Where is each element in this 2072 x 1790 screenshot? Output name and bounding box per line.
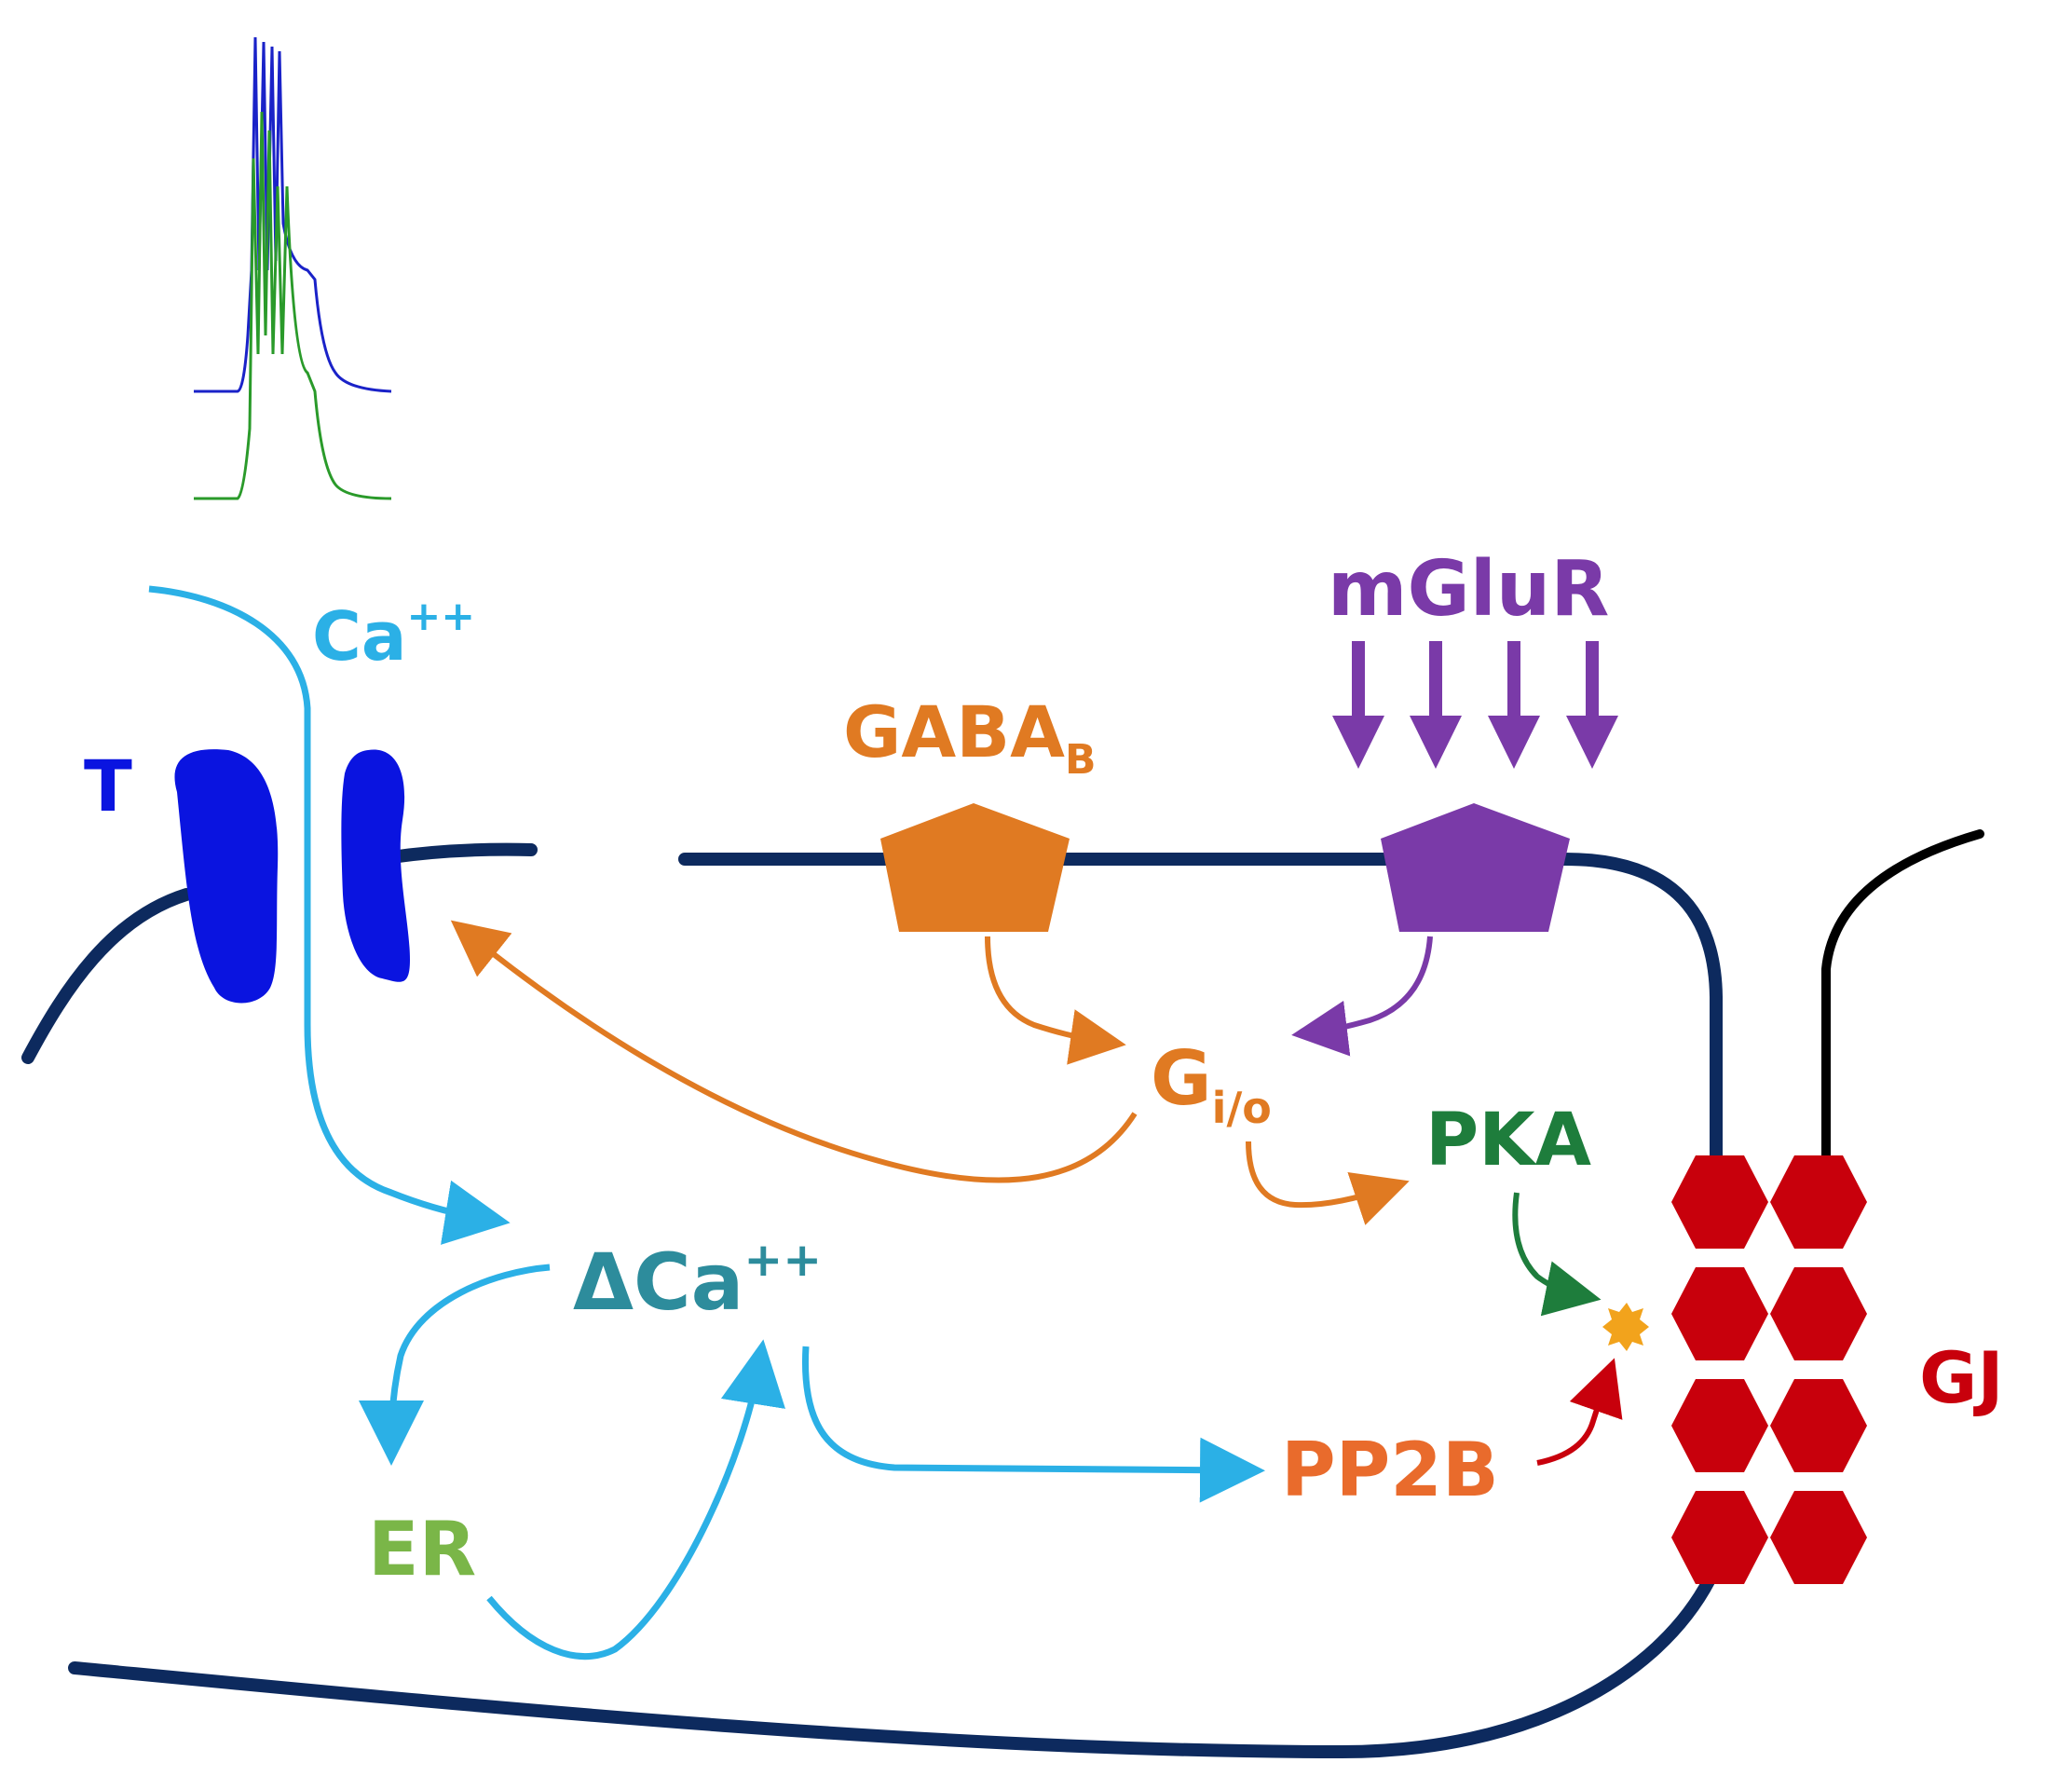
- gio-to-pka-arrow: [1246, 1141, 1410, 1225]
- blue-voltage-trace: [194, 36, 392, 393]
- gabab-label: GABAB: [843, 690, 1097, 784]
- green-voltage-trace: [194, 111, 392, 500]
- membrane-bottom-segment: [68, 1573, 1716, 1759]
- gabab-receptor: [880, 803, 1070, 932]
- t-channel-label: T: [84, 745, 132, 827]
- connexon: [1770, 1267, 1867, 1360]
- connexon: [1770, 1155, 1867, 1249]
- t-type-channel: [174, 749, 410, 1004]
- er-to-delta-ca-arrow: [486, 1339, 785, 1660]
- pka-label: PKA: [1425, 1099, 1591, 1182]
- agonist-arrow: [1566, 641, 1618, 769]
- membrane-top-segment: [678, 853, 1723, 1171]
- mglur-label: mGluR: [1328, 545, 1609, 634]
- delta-ca-label: ΔCa++: [573, 1233, 822, 1328]
- mglur-receptor: [1381, 803, 1570, 932]
- mglur-agonist-arrows: [1332, 641, 1618, 769]
- ca-influx-label: Ca++: [312, 593, 475, 676]
- neighbor-cell-membrane: [1821, 829, 1984, 1169]
- gabab-to-gio-arrow: [985, 936, 1126, 1065]
- delta-ca-to-pp2b-arrow: [801, 1346, 1265, 1503]
- er-label: ER: [368, 1506, 476, 1592]
- gio-to-t-channel-arrow: [450, 920, 1138, 1183]
- connexon: [1671, 1491, 1768, 1584]
- membrane-t-channel-stub: [385, 842, 538, 864]
- connexon: [1770, 1379, 1867, 1472]
- delta-ca-to-er-arrow: [359, 1264, 551, 1466]
- calcium-influx-arrow: [148, 585, 511, 1245]
- pka-to-gj-arrow: [1512, 1192, 1602, 1317]
- connexon: [1770, 1491, 1867, 1584]
- gj-label: GJ: [1919, 1336, 2004, 1419]
- membranes: [21, 829, 1984, 1759]
- agonist-arrow: [1332, 641, 1384, 769]
- membrane-left-segment: [21, 888, 193, 1064]
- t-channel-left-subunit: [174, 749, 279, 1004]
- agonist-arrow: [1410, 641, 1462, 769]
- spike-trace-inset: [194, 36, 392, 500]
- connexon: [1671, 1267, 1768, 1360]
- connexon: [1671, 1155, 1768, 1249]
- pp2b-label: PP2B: [1281, 1427, 1499, 1513]
- connexon: [1671, 1379, 1768, 1472]
- t-channel-right-subunit: [341, 749, 410, 982]
- pp2b-to-gj-arrow: [1536, 1358, 1623, 1466]
- gap-junction: [1671, 1155, 1867, 1584]
- agonist-arrow: [1488, 641, 1540, 769]
- gio-label: Gi/o: [1151, 1035, 1272, 1133]
- mglur-to-gio-arrow: [1291, 936, 1433, 1057]
- phosphorylation-site: [1602, 1303, 1649, 1351]
